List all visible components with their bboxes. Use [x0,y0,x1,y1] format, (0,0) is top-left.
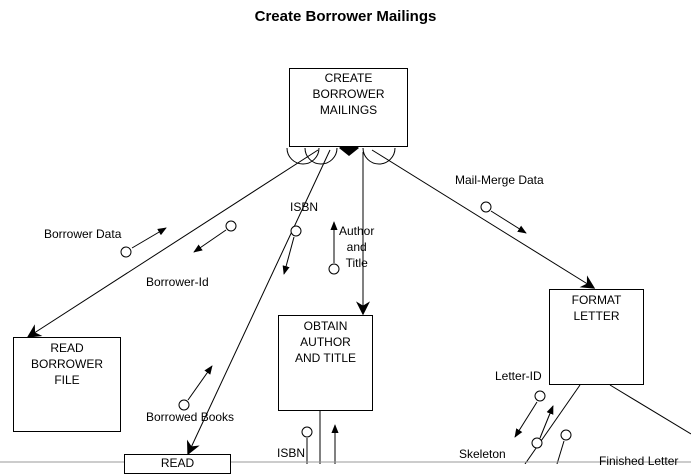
couple-mail-merge [480,201,527,234]
couple-borrowed-books [178,365,213,411]
couple-letter-id [514,390,546,438]
couple-borrower-id [193,220,237,253]
label-borrower-data: Borrower Data [44,227,122,241]
couple-isbn [282,225,302,275]
module-obtain-author-title: OBTAIN AUTHOR AND TITLE [278,315,373,411]
couple-author-title [328,221,340,275]
iteration-arc-1 [286,147,320,165]
couple-finished-letter [556,429,572,464]
label-finished-letter: Finished Letter [599,454,679,468]
label-borrower-id: Borrower-Id [146,275,209,289]
call-read-bottom [186,149,331,456]
module-read-bottom: READ [124,454,231,474]
format-sub-line-1 [524,384,581,464]
label-isbn: ISBN [290,200,319,214]
label-mail-merge-data: Mail-Merge Data [455,173,544,187]
couple-skeleton [531,405,554,449]
chart-title: Create Borrower Mailings [254,8,437,25]
module-read-borrower-file: READ BORROWER FILE [13,337,121,432]
label-letter-id: Letter-ID [495,369,542,383]
couple-isbn-lower [301,426,313,464]
couple-borrower-data [120,227,167,258]
call-read-borrower [26,149,319,338]
iteration-arc-2 [304,147,338,165]
format-sub-line-2 [609,384,691,435]
label-borrowed-books: Borrowed Books [146,410,235,424]
iteration-arc-3 [362,147,396,165]
label-author-title: Author and Title [339,224,375,270]
call-format [371,149,596,289]
module-create-borrower-mailings: CREATE BORROWER MAILINGS [289,68,408,147]
module-format-letter: FORMAT LETTER [549,289,644,385]
label-isbn-lower: ISBN [277,446,306,460]
label-skeleton: Skeleton [459,447,506,461]
